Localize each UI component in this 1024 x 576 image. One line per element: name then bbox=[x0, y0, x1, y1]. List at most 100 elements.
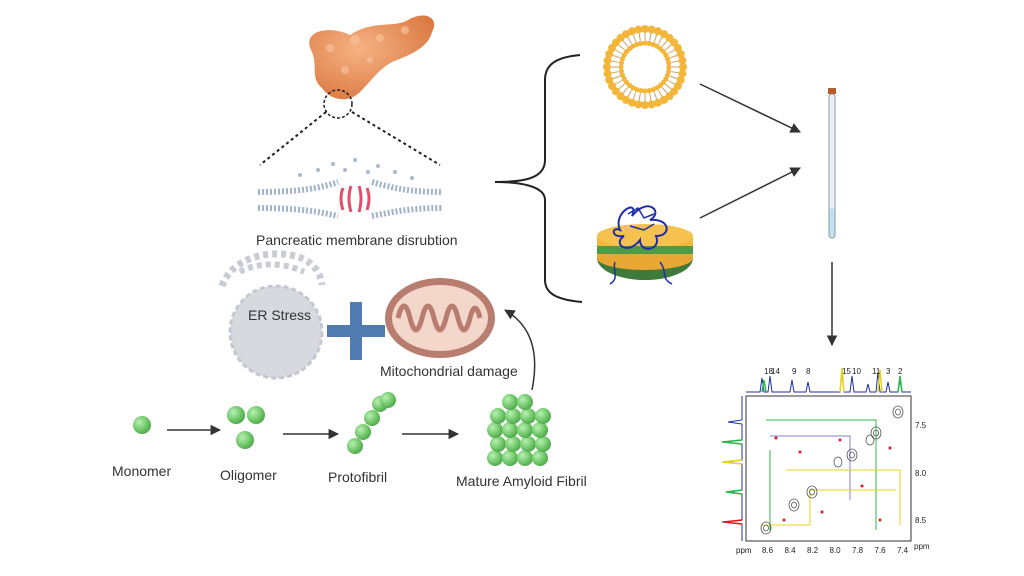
nmr-peak-label: 2 bbox=[898, 367, 903, 376]
lipid-head-inner bbox=[646, 40, 652, 46]
lipid-tail bbox=[618, 83, 625, 90]
mitochondria-illustration bbox=[385, 278, 495, 358]
lipid-head bbox=[679, 63, 687, 71]
fibril-unit bbox=[490, 408, 506, 424]
lipid-tail bbox=[611, 60, 619, 63]
fibril-unit bbox=[505, 436, 521, 452]
lipid-head bbox=[622, 30, 630, 39]
lipid-head bbox=[653, 98, 662, 107]
lipid-tail bbox=[638, 33, 641, 41]
membrane-illustration bbox=[257, 158, 443, 219]
lipid-head bbox=[628, 27, 637, 36]
lipid-tail bbox=[615, 80, 622, 85]
lipid-tail bbox=[611, 71, 619, 74]
nmr-peak-label: 3 bbox=[886, 367, 891, 376]
lipid-tail bbox=[638, 93, 641, 101]
lipid-tail bbox=[671, 60, 679, 63]
mitochondrial-damage-label: Mitochondrial damage bbox=[380, 363, 518, 379]
lipid-tail bbox=[658, 90, 663, 97]
lipid-head-inner bbox=[666, 68, 672, 74]
lipid-tail bbox=[632, 92, 637, 100]
lipid-tail bbox=[622, 40, 629, 47]
lipid-head-inner bbox=[618, 64, 624, 70]
lipid-head bbox=[678, 56, 687, 65]
lipid-tail bbox=[668, 49, 675, 54]
nmr-peak-label: 8 bbox=[806, 367, 811, 376]
liposome-icon bbox=[603, 25, 687, 109]
nmr-y-unit: ppm bbox=[914, 542, 930, 551]
lipid-head bbox=[673, 44, 682, 52]
lipid-head-inner bbox=[619, 72, 626, 78]
lipid-head bbox=[603, 56, 612, 65]
nmr-y-tick: 8.0 bbox=[915, 469, 927, 478]
nmr-x-tick: 7.4 bbox=[897, 546, 909, 555]
lipid-tail bbox=[670, 54, 678, 59]
fibril-unit bbox=[487, 450, 503, 466]
nmr-y-tick: 8.5 bbox=[915, 516, 927, 525]
lipid-head-inner bbox=[650, 86, 656, 93]
lipid-head bbox=[603, 69, 612, 78]
nmr-peak-label: 18 bbox=[764, 367, 773, 376]
lipid-tail bbox=[615, 49, 622, 54]
nanodisc-protein-icon bbox=[597, 205, 693, 285]
fibril-unit bbox=[505, 408, 521, 424]
lipid-head bbox=[605, 75, 614, 84]
lipid-head bbox=[653, 27, 662, 36]
lipid-tail bbox=[658, 37, 663, 44]
lipid-head bbox=[678, 69, 687, 78]
lipid-head bbox=[676, 75, 685, 84]
fibril-unit bbox=[535, 436, 551, 452]
zoom-line-left bbox=[259, 111, 327, 166]
lipid-head bbox=[641, 25, 649, 33]
nmr-peak-label: 14 bbox=[771, 367, 780, 376]
lipid-tail bbox=[671, 71, 679, 74]
lipid-tail bbox=[649, 93, 652, 101]
lipid-head-inner bbox=[638, 88, 644, 94]
lipid-head-inner bbox=[646, 88, 652, 94]
lipid-tail bbox=[632, 34, 637, 42]
oligomer-label: Oligomer bbox=[220, 467, 277, 483]
arrow-liposome-tube bbox=[699, 83, 801, 133]
lipid-head bbox=[603, 63, 611, 71]
nmr-peak-label: 15 bbox=[842, 367, 851, 376]
nmr-peak-label: 11 bbox=[872, 367, 881, 376]
lipid-head bbox=[641, 101, 649, 109]
lipid-tail bbox=[665, 83, 672, 90]
lipid-head bbox=[605, 50, 614, 59]
mature-fibril-icon bbox=[487, 394, 551, 466]
lipid-head-inner bbox=[664, 56, 671, 62]
nmr-x-tick: 7.6 bbox=[875, 546, 887, 555]
protofibril-label: Protofibril bbox=[328, 469, 387, 485]
fibril-unit bbox=[535, 408, 551, 424]
lipid-head-inner bbox=[638, 40, 644, 46]
lipid-tail bbox=[661, 87, 668, 94]
fibril-unit bbox=[517, 394, 533, 410]
lipid-tail bbox=[668, 80, 675, 85]
lipid-tail bbox=[649, 33, 652, 41]
mature-fibril-label: Mature Amyloid Fibril bbox=[456, 473, 587, 489]
lipid-tail bbox=[612, 54, 620, 59]
lipid-tail bbox=[653, 34, 658, 42]
lipid-head bbox=[608, 82, 617, 90]
fibril-unit bbox=[520, 408, 536, 424]
fibril-unit bbox=[517, 422, 533, 438]
nmr-x-tick: 8.4 bbox=[785, 546, 797, 555]
lipid-head bbox=[676, 50, 685, 59]
lipid-head bbox=[647, 100, 656, 109]
lipid-tail bbox=[665, 44, 672, 51]
nmr-x-tick: 8.2 bbox=[807, 546, 819, 555]
fibril-unit bbox=[490, 436, 506, 452]
fibril-unit bbox=[502, 394, 518, 410]
lipid-head-inner bbox=[642, 40, 648, 46]
lipid-head bbox=[660, 95, 668, 104]
monomer-icon bbox=[133, 416, 151, 434]
membrane-label: Pancreatic membrane disrubtion bbox=[256, 232, 458, 248]
nmr-tube-icon bbox=[828, 88, 836, 239]
fibril-unit bbox=[502, 422, 518, 438]
fibril-unit bbox=[487, 422, 503, 438]
nmr-x-tick: 8.0 bbox=[830, 546, 842, 555]
plus-icon bbox=[327, 302, 385, 360]
nmr-peak-label: 10 bbox=[852, 367, 861, 376]
lipid-tail bbox=[612, 75, 620, 80]
lipid-tail bbox=[661, 40, 668, 47]
